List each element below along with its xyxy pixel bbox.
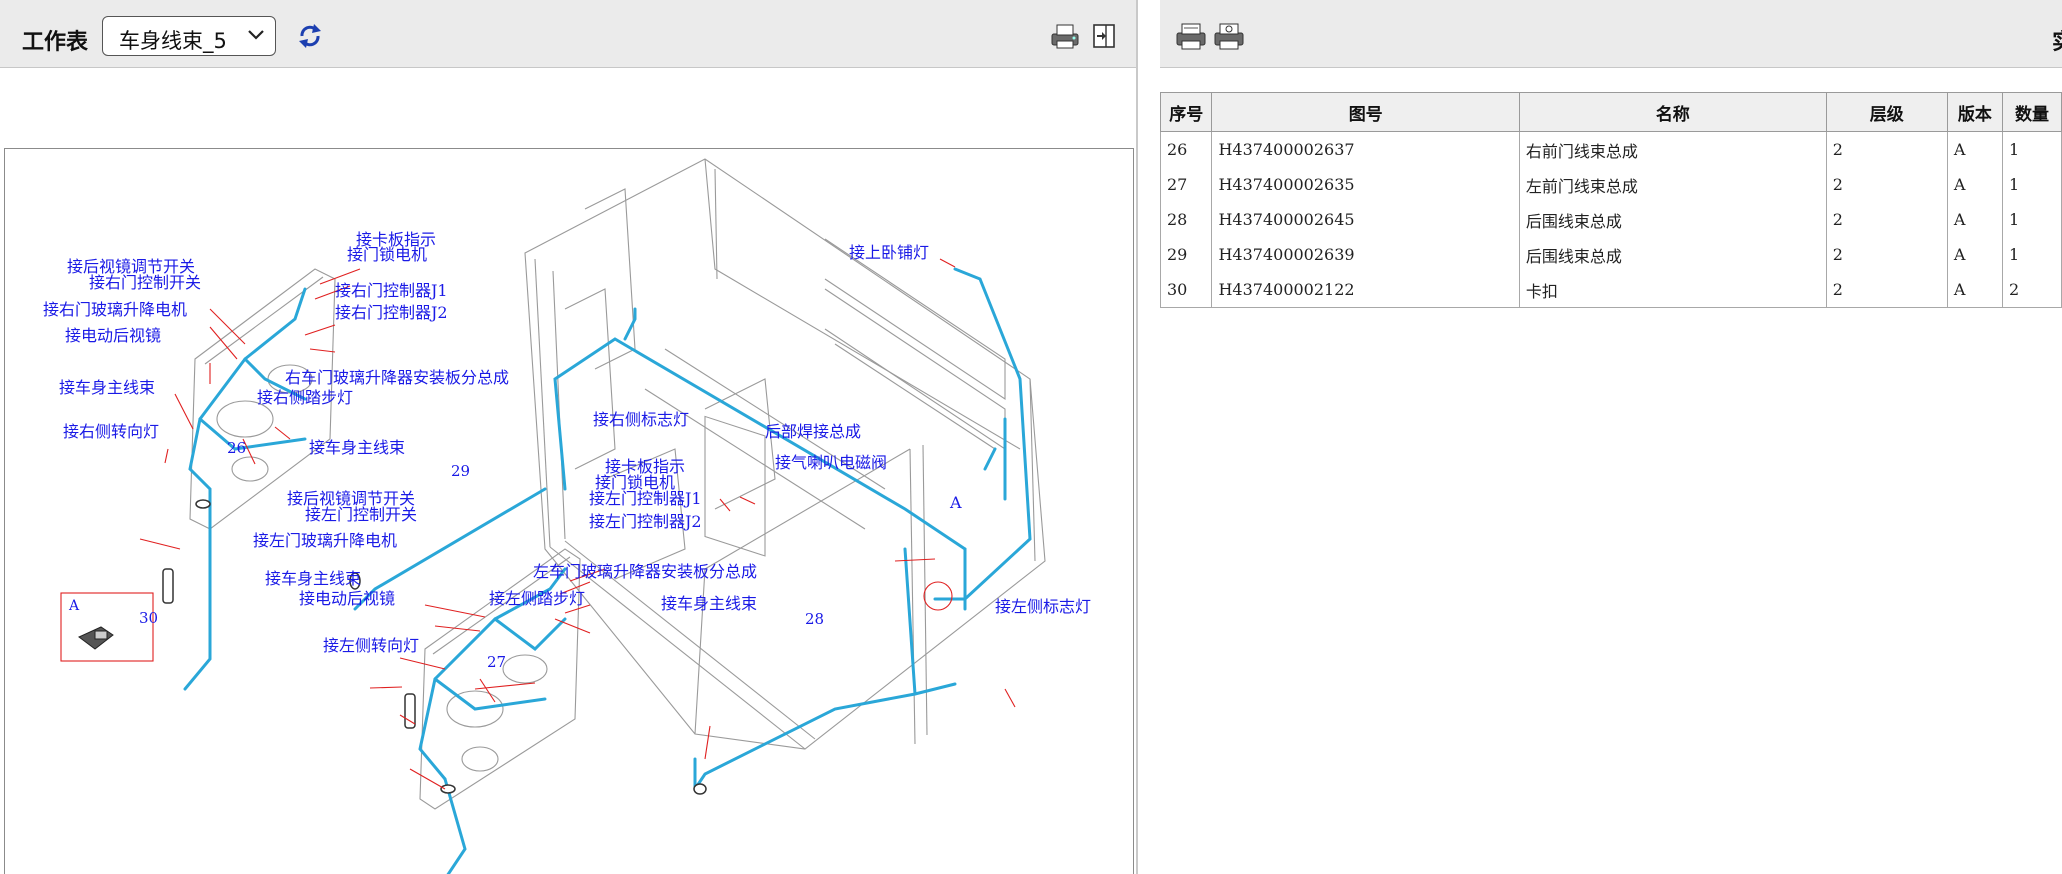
export-icon[interactable]: [1092, 22, 1118, 50]
diagram-label: 接右侧标志灯: [593, 410, 690, 429]
diagram-label: A: [950, 493, 962, 512]
diagram-label: 接左门控制器J1: [589, 489, 702, 508]
bom-table: 序号 图号 名称 层级 版本 数量 26 H437400002637 右前门线束…: [1160, 92, 2062, 308]
diagram-label: 接右侧转向灯: [63, 422, 160, 441]
table-cell: 2: [1825, 272, 1948, 308]
bom-panel: 实 序号 图号 名称 层级 版本 数量 26 H437400002637 右前门…: [1160, 0, 2062, 874]
table-cell: 1: [2001, 202, 2062, 237]
refresh-icon[interactable]: [296, 22, 324, 50]
table-cell: A: [1946, 237, 2003, 272]
diagram-label: 接右门控制器J1: [335, 281, 448, 300]
table-cell: 2: [1825, 237, 1948, 272]
sheet-select-value: 车身线束_5: [119, 29, 227, 53]
table-cell: 29: [1160, 237, 1213, 272]
diagram-label: 右车门玻璃升降器安装板分总成: [285, 368, 510, 387]
diagram-label: 接左侧踏步灯: [489, 589, 586, 608]
table-cell: 右前门线束总成: [1518, 131, 1827, 167]
column-header[interactable]: 序号: [1160, 92, 1213, 132]
diagram-label: 接电动后视镜: [65, 326, 162, 345]
worksheet-panel: 工作表 车身线束_5: [0, 0, 1138, 874]
table-cell: H437400002639: [1211, 237, 1520, 272]
diagram-label: 接车身主线束: [661, 594, 758, 613]
diagram-number: 27: [487, 653, 507, 671]
table-cell: 卡扣: [1518, 272, 1827, 308]
worksheet-label: 工作表: [22, 30, 89, 55]
diagram-number: 26: [227, 439, 247, 457]
detail-a-label: A: [69, 598, 80, 614]
diagram-number: 29: [451, 462, 471, 480]
detail-a-number: 30: [139, 609, 159, 627]
diagram-label: 接右侧踏步灯: [257, 388, 354, 407]
diagram-label: 接门锁电机: [595, 473, 676, 492]
diagram-label: 接车身主线束: [309, 438, 406, 457]
table-row[interactable]: 30 H437400002122 卡扣 2 A 2: [1160, 272, 2062, 308]
diagram-label: 接门锁电机: [347, 245, 428, 264]
table-cell: A: [1946, 131, 2003, 167]
table-cell: 2: [1825, 131, 1948, 167]
diagram-label: 接右门控制开关: [89, 273, 202, 292]
diagram-label: 左车门玻璃升降器安装板分总成: [533, 562, 758, 581]
table-row[interactable]: 29 H437400002639 后围线束总成 2 A 1: [1160, 237, 2062, 272]
diagram-label: 接左门控制器J2: [589, 512, 702, 531]
column-header[interactable]: 层级: [1825, 92, 1948, 132]
column-header[interactable]: 数量: [2001, 92, 2062, 132]
table-cell: 2: [1825, 202, 1948, 237]
table-cell: A: [1946, 272, 2003, 308]
print-preview-icon[interactable]: [1212, 22, 1246, 52]
table-cell: 28: [1160, 202, 1213, 237]
diagram-label: 接后视镜调节开关: [67, 257, 196, 276]
table-cell: H437400002122: [1211, 272, 1520, 308]
diagram-number: 28: [805, 610, 825, 628]
table-cell: 后围线束总成: [1518, 237, 1827, 272]
table-cell: A: [1946, 167, 2003, 202]
table-cell: 后围线束总成: [1518, 202, 1827, 237]
diagram-label: 接左侧标志灯: [995, 597, 1092, 616]
table-row[interactable]: 27 H437400002635 左前门线束总成 2 A 1: [1160, 167, 2062, 202]
worksheet-toolbar: 工作表 车身线束_5: [0, 0, 1136, 68]
print-icon[interactable]: [1174, 22, 1208, 52]
table-cell: 1: [2001, 131, 2062, 167]
sheet-select[interactable]: 车身线束_5: [102, 16, 276, 56]
diagram-label: 接左门控制开关: [305, 505, 418, 524]
table-cell: 30: [1160, 272, 1213, 308]
diagram-label: 接车身主线束: [59, 378, 156, 397]
diagram-label: 接卡板指示: [605, 457, 686, 476]
table-cell: 左前门线束总成: [1518, 167, 1827, 202]
table-row[interactable]: 28 H437400002645 后围线束总成 2 A 1: [1160, 202, 2062, 237]
toolbar-cut-text: 实: [2052, 24, 2062, 56]
diagram-label: 后部焊接总成: [765, 422, 862, 441]
table-cell: 2: [2001, 272, 2062, 308]
table-cell: 26: [1160, 131, 1213, 167]
diagram-label: 接右门控制器J2: [335, 303, 448, 322]
table-cell: 1: [2001, 237, 2062, 272]
table-cell: A: [1946, 202, 2003, 237]
chevron-down-icon: [248, 30, 264, 40]
table-cell: H437400002645: [1211, 202, 1520, 237]
harness-drawing: 接卡板指示 接门锁电机 接后视镜调节开关 接右门控制开关 接右门控制器J1 接右…: [4, 148, 1134, 874]
diagram-label: 接电动后视镜: [299, 589, 396, 608]
table-header-row: 序号 图号 名称 层级 版本 数量: [1160, 92, 2062, 132]
wiring-diagram-graphic: [60, 158, 1046, 874]
diagram-label: 接车身主线束: [265, 569, 362, 588]
diagram-label: 接左门玻璃升降电机: [253, 531, 398, 550]
table-cell: 2: [1825, 167, 1948, 202]
column-header[interactable]: 名称: [1518, 92, 1827, 132]
diagram-label: 接气喇叭电磁阀: [775, 453, 888, 472]
print-icon[interactable]: [1048, 22, 1082, 50]
diagram-label: 接左侧转向灯: [323, 636, 420, 655]
diagram-label: 接后视镜调节开关: [287, 489, 416, 508]
table-row[interactable]: 26 H437400002637 右前门线束总成 2 A 1: [1160, 131, 2062, 167]
column-header[interactable]: 版本: [1946, 92, 2003, 132]
table-cell: H437400002635: [1211, 167, 1520, 202]
bom-toolbar: 实: [1160, 0, 2062, 68]
table-cell: 1: [2001, 167, 2062, 202]
table-cell: H437400002637: [1211, 131, 1520, 167]
column-header[interactable]: 图号: [1211, 92, 1520, 132]
diagram-label: 接右门玻璃升降电机: [43, 300, 188, 319]
diagram-label: 接上卧铺灯: [849, 243, 930, 262]
diagram-label: 接卡板指示: [356, 230, 437, 249]
table-cell: 27: [1160, 167, 1213, 202]
